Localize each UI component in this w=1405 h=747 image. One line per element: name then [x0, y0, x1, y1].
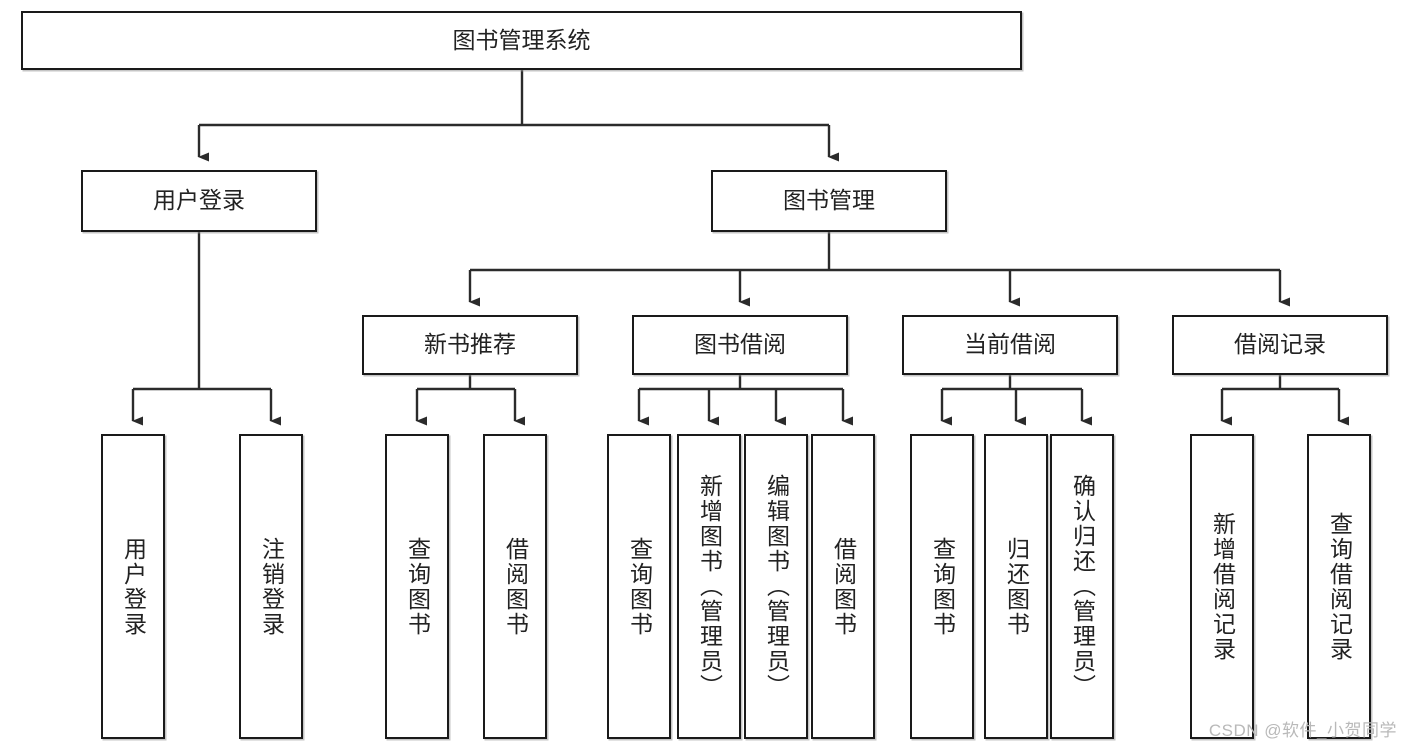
node-leaf-query-book-2[interactable]: 查询图书 — [607, 434, 671, 739]
node-user-login[interactable]: 用户登录 — [81, 170, 317, 232]
node-leaf-user-login-label: 用户登录 — [120, 536, 147, 637]
node-leaf-query-book-3[interactable]: 查询图书 — [910, 434, 974, 739]
node-root[interactable]: 图书管理系统 — [21, 11, 1022, 70]
node-user-login-label: 用户登录 — [153, 187, 245, 214]
node-leaf-confirm-return[interactable]: 确认归还（管理员） — [1050, 434, 1114, 739]
watermark: CSDN @软件_小贺同学 — [1208, 721, 1397, 740]
node-current-borrow-label: 当前借阅 — [964, 331, 1056, 358]
node-new-book-recommend[interactable]: 新书推荐 — [362, 315, 578, 375]
node-book-manage[interactable]: 图书管理 — [711, 170, 947, 232]
node-book-manage-label: 图书管理 — [783, 187, 875, 214]
node-root-label: 图书管理系统 — [452, 26, 591, 53]
node-leaf-borrow-book-2-label: 借阅图书 — [830, 536, 857, 637]
node-leaf-query-book-1[interactable]: 查询图书 — [385, 434, 449, 739]
node-leaf-confirm-return-label: 确认归还（管理员） — [1069, 474, 1096, 699]
node-leaf-edit-book[interactable]: 编辑图书（管理员） — [744, 434, 808, 739]
node-leaf-query-record[interactable]: 查询借阅记录 — [1307, 434, 1371, 739]
node-leaf-query-book-1-label: 查询图书 — [404, 536, 431, 637]
node-new-book-recommend-label: 新书推荐 — [424, 331, 516, 358]
node-leaf-query-book-3-label: 查询图书 — [929, 536, 956, 637]
node-leaf-return-book-label: 归还图书 — [1003, 536, 1030, 637]
node-leaf-return-book[interactable]: 归还图书 — [984, 434, 1048, 739]
node-leaf-logout-label: 注销登录 — [258, 536, 285, 637]
node-leaf-add-book-label: 新增图书（管理员） — [696, 474, 723, 699]
node-leaf-add-record-label: 新增借阅记录 — [1209, 511, 1236, 662]
node-leaf-logout[interactable]: 注销登录 — [239, 434, 303, 739]
node-leaf-query-book-2-label: 查询图书 — [626, 536, 653, 637]
node-leaf-borrow-book-1[interactable]: 借阅图书 — [483, 434, 547, 739]
node-leaf-add-record[interactable]: 新增借阅记录 — [1190, 434, 1254, 739]
node-book-borrow[interactable]: 图书借阅 — [632, 315, 848, 375]
node-leaf-borrow-book-1-label: 借阅图书 — [502, 536, 529, 637]
node-book-borrow-label: 图书借阅 — [694, 331, 786, 358]
node-leaf-borrow-book-2[interactable]: 借阅图书 — [811, 434, 875, 739]
node-borrow-record[interactable]: 借阅记录 — [1172, 315, 1388, 375]
node-leaf-add-book[interactable]: 新增图书（管理员） — [677, 434, 741, 739]
node-leaf-user-login[interactable]: 用户登录 — [101, 434, 165, 739]
node-borrow-record-label: 借阅记录 — [1234, 331, 1326, 358]
node-current-borrow[interactable]: 当前借阅 — [902, 315, 1118, 375]
node-leaf-query-record-label: 查询借阅记录 — [1326, 511, 1353, 662]
node-leaf-edit-book-label: 编辑图书（管理员） — [763, 474, 790, 699]
